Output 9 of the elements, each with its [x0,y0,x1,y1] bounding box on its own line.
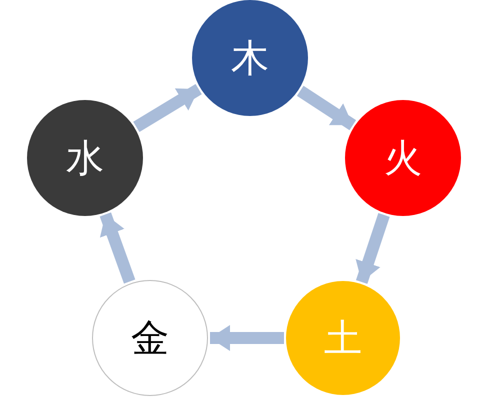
node-label: 金 [131,319,169,357]
node-label: 土 [324,319,362,357]
arrow [100,212,136,284]
arrow [356,213,390,284]
node-label: 火 [384,139,422,177]
node-label: 水 [66,139,104,177]
arrow [210,325,284,351]
arrow [296,86,356,130]
node-label: 木 [231,39,269,77]
